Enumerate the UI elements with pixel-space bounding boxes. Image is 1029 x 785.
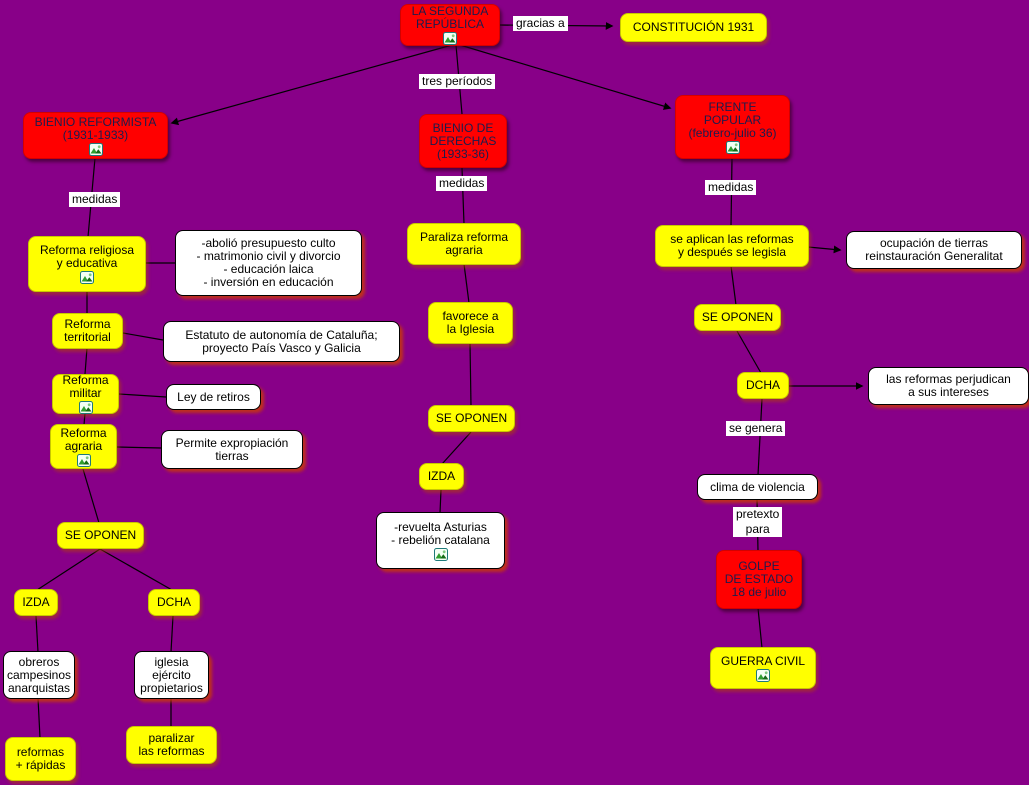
image-resource-icon[interactable] (433, 547, 448, 561)
node-bienio-derechas[interactable]: BIENIO DE DERECHAS (1933-36) (419, 114, 507, 168)
node-se-oponen-right[interactable]: SE OPONEN (694, 304, 781, 331)
node-se-aplican-reformas[interactable]: se aplican las reformas y después se leg… (655, 225, 809, 267)
node-constitucion-1931[interactable]: CONSTITUCIÓN 1931 (620, 13, 767, 42)
node-reforma-territorial[interactable]: Reforma territorial (52, 313, 123, 349)
linking-phrase-tres-periodos[interactable]: tres períodos (419, 74, 496, 89)
node-obreros-campesinos[interactable]: obreros campesinos anarquistas (3, 651, 75, 699)
image-resource-icon[interactable] (756, 668, 770, 682)
linking-phrase-se-genera[interactable]: se genera (726, 421, 786, 436)
node-se-oponen-left[interactable]: SE OPONEN (57, 522, 144, 549)
node-reformas-rapidas[interactable]: reformas + rápidas (5, 737, 76, 781)
image-resource-icon[interactable] (725, 140, 740, 154)
node-izda-left[interactable]: IZDA (14, 589, 58, 616)
node-estatuto-autonomia[interactable]: Estatuto de autonomía de Cataluña; proye… (163, 321, 400, 362)
node-golpe-estado[interactable]: GOLPE DE ESTADO 18 de julio (716, 550, 802, 609)
node-izda-center[interactable]: IZDA (419, 463, 464, 490)
node-la-segunda-republica[interactable]: LA SEGUNDA REPÚBLICA (400, 4, 500, 46)
node-reforma-militar[interactable]: Reforma militar (52, 374, 119, 414)
node-dcha-right[interactable]: DCHA (737, 372, 789, 399)
node-clima-violencia[interactable]: clima de violencia (697, 474, 818, 500)
node-reforma-agraria[interactable]: Reforma agraria (50, 424, 117, 469)
image-resource-icon[interactable] (88, 142, 103, 156)
node-abolio-presupuesto[interactable]: -abolió presupuesto culto - matrimonio c… (175, 230, 362, 296)
image-resource-icon[interactable] (76, 453, 91, 467)
linking-phrase-medidas-left[interactable]: medidas (69, 192, 121, 207)
node-bienio-reformista[interactable]: BIENIO REFORMISTA (1931-1933) (23, 112, 168, 159)
node-paralizar-reformas[interactable]: paralizar las reformas (126, 726, 217, 764)
node-ley-retiros[interactable]: Ley de retiros (166, 384, 261, 410)
image-resource-icon[interactable] (443, 32, 457, 45)
linking-phrase-gracias-a[interactable]: gracias a (513, 16, 568, 31)
node-paraliza-reforma-agraria[interactable]: Paraliza reforma agraria (407, 223, 521, 265)
node-frente-popular[interactable]: FRENTE POPULAR (febrero-julio 36) (675, 95, 790, 159)
node-se-oponen-center[interactable]: SE OPONEN (428, 405, 515, 432)
image-resource-icon[interactable] (80, 271, 94, 284)
image-resource-icon[interactable] (78, 401, 93, 414)
node-revuelta-asturias[interactable]: -revuelta Asturias - rebelión catalana (376, 512, 505, 569)
node-favorece-iglesia[interactable]: favorece a la Iglesia (428, 302, 513, 344)
node-ocupacion-tierras[interactable]: ocupación de tierras reinstauración Gene… (846, 231, 1022, 269)
linking-phrase-pretexto-para[interactable]: pretexto para (733, 507, 783, 537)
node-reforma-religiosa[interactable]: Reforma religiosa y educativa (28, 236, 146, 292)
linking-phrase-medidas-center[interactable]: medidas (436, 176, 488, 191)
node-dcha-left[interactable]: DCHA (148, 589, 200, 616)
node-permite-expropiacion[interactable]: Permite expropiación tierras (161, 430, 303, 469)
node-reformas-perjudican[interactable]: las reformas perjudican a sus intereses (868, 367, 1029, 405)
node-guerra-civil[interactable]: GUERRA CIVIL (710, 647, 816, 689)
node-iglesia-ejercito[interactable]: iglesia ejército propietarios (134, 651, 209, 699)
linking-phrase-medidas-right[interactable]: medidas (705, 180, 757, 195)
